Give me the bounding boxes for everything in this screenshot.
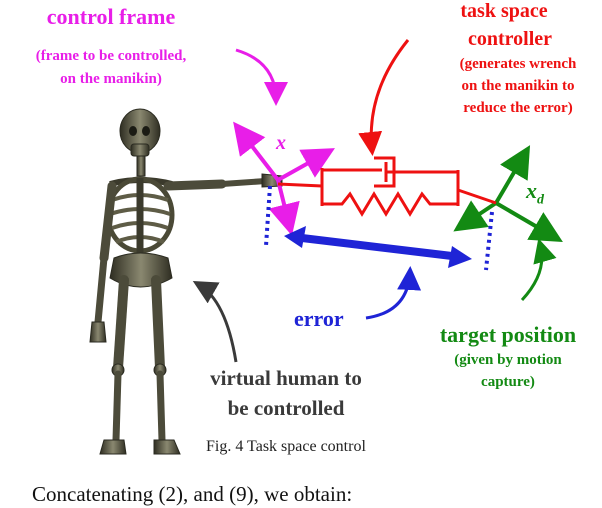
controller-title-2: controller [467, 28, 553, 50]
target-position-subtitle-1: (given by motion [454, 352, 562, 368]
control-frame-title: control frame [46, 4, 176, 29]
body-text-line: Concatenating (2), and (9), we obtain: [32, 482, 353, 506]
control-frame-subtitle-1: (frame to be controlled, [35, 48, 187, 64]
target-position-title: target position [439, 322, 577, 347]
controller-title-1: task space [460, 0, 548, 22]
controller-pointer-arrow [358, 39, 410, 156]
control-frame-subtitle-2: on the manikin) [60, 71, 162, 87]
error-double-arrow [284, 226, 472, 268]
target-position-subtitle-2: capture) [481, 374, 535, 390]
virtual-human-label-1: virtual human to [210, 366, 362, 390]
spring-damper [277, 156, 497, 217]
virtual-human-label-2: be controlled [227, 396, 345, 420]
controller-subtitle-3: reduce the error) [463, 100, 573, 116]
target-projection-line [484, 211, 494, 271]
target-frame-symbol: xd [526, 178, 544, 208]
target-frame-axes [453, 145, 563, 243]
extended-arm [163, 179, 227, 191]
skeleton-figure [89, 108, 283, 455]
controller-subtitle-1: (generates wrench [459, 56, 577, 72]
control-frame-projection-line [264, 185, 272, 247]
control-frame-axes [233, 121, 335, 236]
error-pointer-arrow [365, 266, 422, 320]
figure-caption: Fig. 4 Task space control [206, 438, 366, 455]
error-label: error [294, 306, 344, 331]
human-pointer-arrow [192, 281, 238, 363]
control-frame-symbol: x [276, 132, 286, 154]
controller-subtitle-2: on the manikin to [461, 78, 575, 94]
target-pointer-arrow [520, 238, 557, 302]
control-frame-pointer-arrow [235, 48, 288, 106]
